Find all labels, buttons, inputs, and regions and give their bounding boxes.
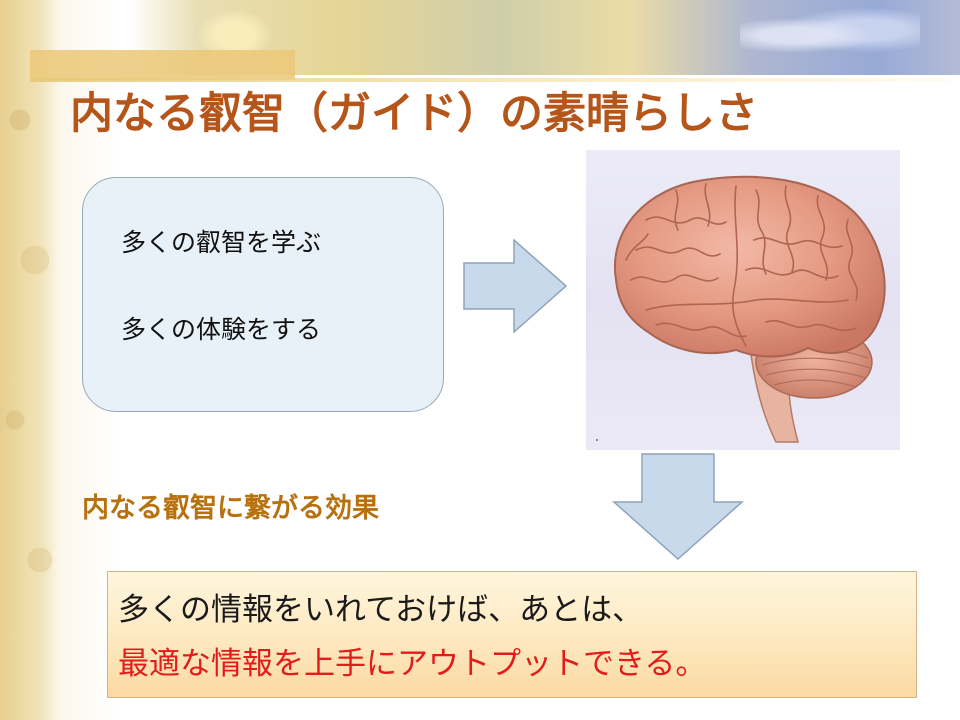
- result-box: 多くの情報をいれておけば、あとは、 最適な情報を上手にアウトプットできる。: [107, 571, 917, 698]
- brain-illustration-icon: [596, 175, 886, 443]
- down-arrow-icon: [612, 453, 744, 561]
- input-line-experience: 多くの体験をする: [121, 315, 322, 344]
- result-line-info: 多くの情報をいれておけば、あとは、: [118, 592, 644, 628]
- result-line-output: 最適な情報を上手にアウトプットできる。: [118, 646, 707, 682]
- decorative-bar: [30, 50, 295, 80]
- brain-image: [586, 150, 900, 450]
- parchment-strip: [0, 0, 60, 720]
- effect-heading: 内なる叡智に繋がる効果: [82, 493, 379, 524]
- title-underline: [30, 78, 950, 82]
- right-arrow-icon: [463, 238, 568, 334]
- input-box: 多くの叡智を学ぶ 多くの体験をする: [82, 177, 444, 412]
- input-line-learn: 多くの叡智を学ぶ: [121, 228, 322, 257]
- slide-title: 内なる叡智（ガイド）の素晴らしさ: [70, 89, 758, 139]
